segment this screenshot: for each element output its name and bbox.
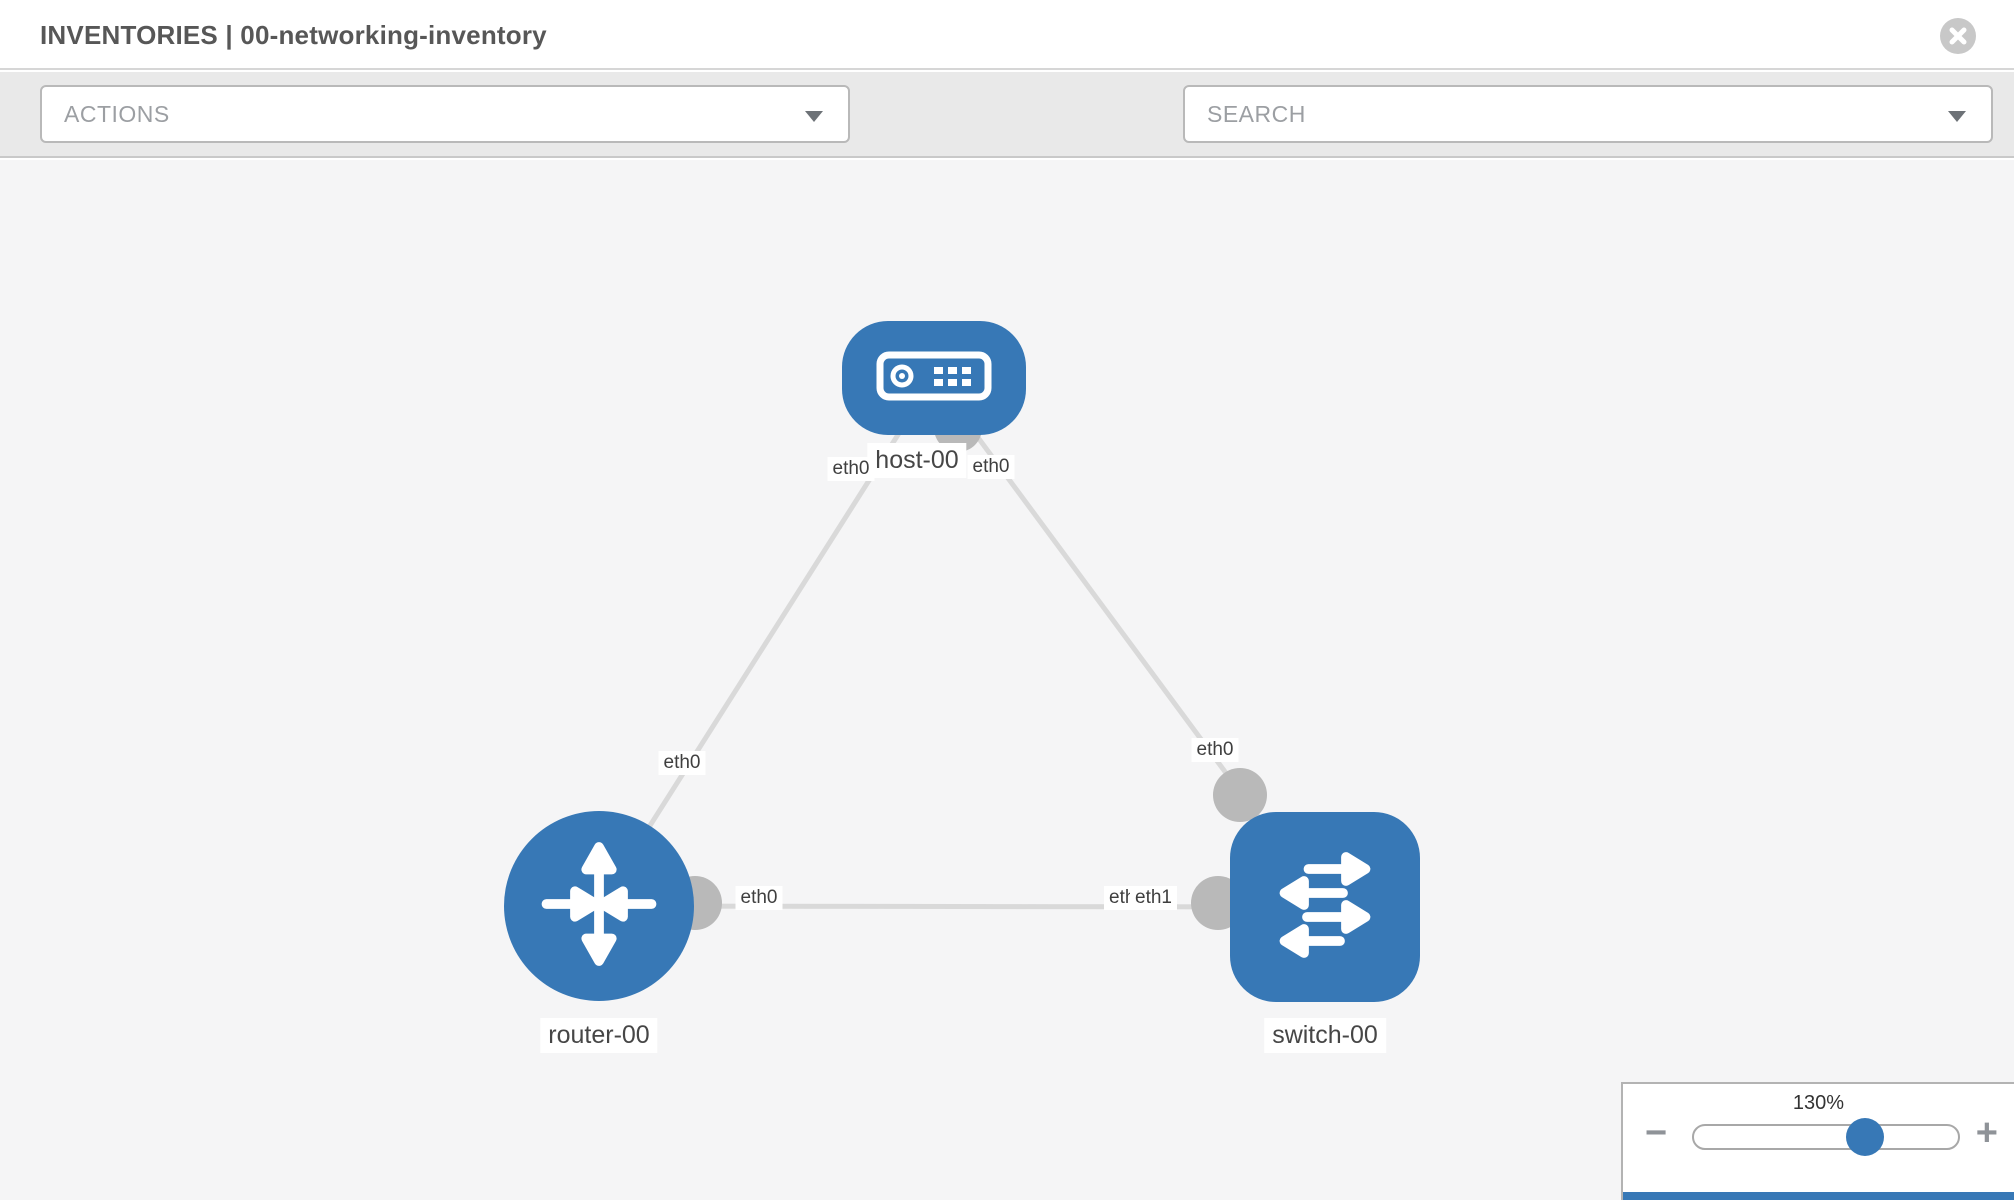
node-host-00[interactable] bbox=[842, 321, 1026, 435]
zoom-panel: 130% − + bbox=[1621, 1082, 2014, 1200]
actions-dropdown-label: ACTIONS bbox=[64, 101, 170, 127]
topology-canvas[interactable]: host-00 router-00 switch-00 eth0 eth0 et… bbox=[0, 160, 2014, 1200]
close-button[interactable] bbox=[1940, 18, 1976, 54]
port-circle-switch-top bbox=[1213, 768, 1267, 822]
search-input[interactable]: SEARCH bbox=[1183, 85, 1993, 143]
zoom-in-button[interactable]: + bbox=[1975, 1112, 1998, 1154]
chevron-down-icon bbox=[1948, 111, 1966, 122]
node-label-host: host-00 bbox=[867, 443, 967, 478]
actions-dropdown[interactable]: ACTIONS bbox=[40, 85, 850, 143]
search-placeholder: SEARCH bbox=[1207, 101, 1306, 127]
interface-label-host-router-hostend: eth0 bbox=[827, 457, 875, 481]
interface-label-host-switch-hostend: eth0 bbox=[967, 455, 1015, 479]
key-panel-edge bbox=[1623, 1192, 2014, 1200]
switch-icon-node[interactable] bbox=[1230, 812, 1420, 1002]
zoom-out-button[interactable]: − bbox=[1645, 1112, 1668, 1154]
interface-label-router-switch-routerend: eth0 bbox=[735, 886, 783, 910]
node-router-00[interactable] bbox=[504, 811, 694, 1001]
interface-label-router-switch-switchend: eth1 bbox=[1130, 886, 1177, 910]
chevron-down-icon bbox=[805, 111, 823, 122]
header: INVENTORIES | 00-networking-inventory bbox=[0, 0, 2014, 70]
toolbar: ACTIONS SEARCH bbox=[0, 72, 2014, 217]
zoom-level-label: 130% bbox=[1792, 1092, 1845, 1114]
router-icon bbox=[524, 829, 674, 984]
zoom-slider-track[interactable] bbox=[1692, 1118, 1960, 1156]
page-title: INVENTORIES | 00-networking-inventory bbox=[40, 20, 547, 50]
topology-links-layer bbox=[596, 376, 1328, 930]
node-label-router: router-00 bbox=[540, 1018, 658, 1053]
node-label-switch: switch-00 bbox=[1264, 1018, 1386, 1053]
switch-icon bbox=[1250, 830, 1400, 985]
interface-label-host-switch-switchend: eth0 bbox=[1191, 738, 1239, 762]
interface-label-host-router-routerend: eth0 bbox=[658, 751, 706, 775]
zoom-slider-thumb[interactable] bbox=[1846, 1118, 1884, 1156]
host-icon bbox=[876, 351, 992, 406]
